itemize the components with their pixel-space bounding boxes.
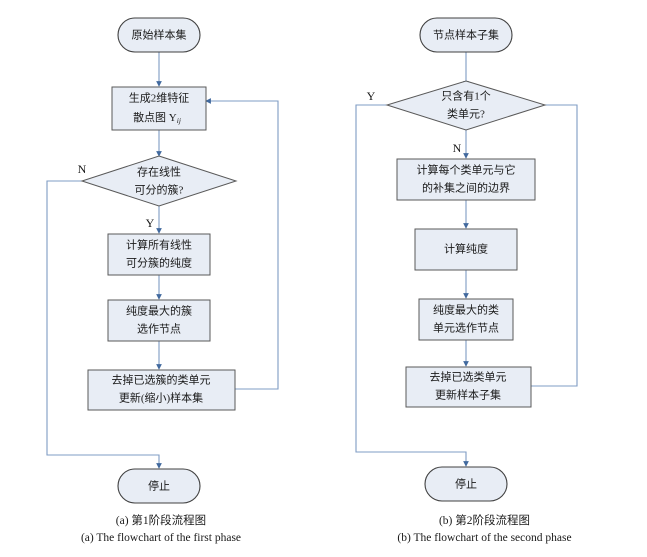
- node-a-scatter-line2-text: 散点图 Y: [133, 110, 177, 124]
- node-a-purity: [107, 233, 211, 276]
- node-b-border-line1: 计算每个类单元与它: [417, 163, 516, 177]
- node-a-purity-line1: 计算所有线性: [126, 238, 192, 252]
- node-b-decision-line1: 只含有1个: [441, 89, 491, 103]
- node-b-stop-label: 停止: [455, 477, 477, 491]
- node-a-remove-line2: 更新(缩小)样本集: [119, 391, 203, 405]
- node-a-decision-line1: 存在线性: [137, 165, 181, 179]
- node-b-remove-line1: 去掉已选类单元: [430, 370, 507, 384]
- connector-b-loopback-to-decision: [524, 102, 578, 387]
- node-a-decision: [80, 155, 238, 207]
- node-b-select: [418, 298, 514, 341]
- node-b-border-line2: 的补集之间的边界: [422, 181, 510, 195]
- node-a-start-label: 原始样本集: [132, 28, 187, 42]
- caption-panel-b: (b) 第2阶段流程图 (b) The flowchart of the sec…: [322, 513, 647, 546]
- node-b-remove: [405, 366, 532, 408]
- node-b-select-line1: 纯度最大的类: [433, 303, 499, 317]
- node-b-decision-line2: 类单元?: [447, 107, 485, 121]
- caption-panel-a-en: (a) The flowchart of the first phase: [80, 531, 242, 544]
- node-b-start: [419, 17, 513, 53]
- node-a-stop: [117, 468, 201, 504]
- node-b-start-label: 节点样本子集: [433, 28, 499, 42]
- node-a-remove: [87, 369, 236, 411]
- connector-a-loopback-to-scatter: [205, 98, 279, 390]
- branch-label-b-no: N: [453, 141, 462, 155]
- node-b-stop: [424, 466, 508, 502]
- node-b-purity: [414, 228, 518, 271]
- node-a-purity-line2: 可分簇的纯度: [126, 256, 192, 270]
- node-a-scatter-line1: 生成2维特征: [129, 91, 190, 105]
- node-b-remove-line2: 更新样本子集: [435, 388, 501, 402]
- node-b-decision: [385, 80, 547, 131]
- node-a-select-line1: 纯度最大的簇: [126, 304, 192, 318]
- caption-panel-a-cn: (a) 第1阶段流程图: [115, 515, 207, 527]
- node-b-select-line2: 单元选作节点: [433, 322, 499, 335]
- node-a-start: [117, 17, 201, 53]
- node-a-select-line2: 选作节点: [137, 323, 181, 336]
- node-b-purity-label: 计算纯度: [444, 242, 488, 256]
- connector-a-decision-no-to-stop: [46, 180, 162, 469]
- node-a-scatter-subscript: ij: [177, 116, 181, 125]
- branch-label-b-yes: Y: [367, 89, 376, 103]
- node-a-decision-line2: 可分的簇?: [135, 183, 184, 197]
- branch-label-a-no: N: [78, 162, 87, 176]
- connector-b-decision-yes-to-stop: [355, 104, 469, 467]
- node-a-scatter-line2: 散点图 Yij: [133, 110, 181, 125]
- caption-panel-a: (a) 第1阶段流程图 (a) The flowchart of the fir…: [0, 513, 322, 546]
- node-a-scatter: [111, 86, 207, 131]
- caption-panel-b-en: (b) The flowchart of the second phase: [397, 531, 572, 544]
- node-b-border: [396, 158, 536, 201]
- node-a-select: [107, 299, 211, 342]
- node-a-stop-label: 停止: [148, 479, 170, 493]
- branch-label-a-yes: Y: [146, 216, 155, 230]
- caption-panel-b-cn: (b) 第2阶段流程图: [438, 515, 531, 527]
- node-a-remove-line1: 去掉已选簇的类单元: [112, 373, 211, 387]
